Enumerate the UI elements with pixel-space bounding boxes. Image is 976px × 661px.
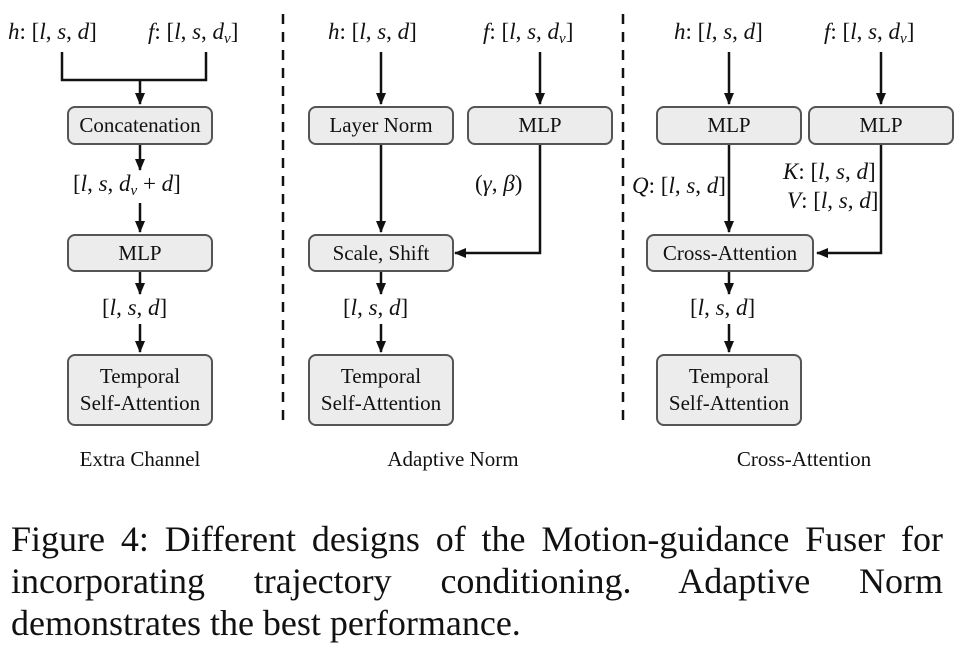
arrow-mlp-right-to-crossattn bbox=[816, 145, 883, 258]
extra-channel-mid-label: [l, s, dv + d] bbox=[73, 171, 181, 199]
adaptive-norm-mlp-box: MLP bbox=[467, 106, 613, 145]
q-label: Q: [l, s, d] bbox=[632, 173, 726, 198]
gamma-beta-label: (γ, β) bbox=[475, 171, 523, 196]
mlp-label: MLP bbox=[707, 113, 751, 137]
figure-caption: Figure 4: Different designs of the Motio… bbox=[11, 519, 943, 643]
cross-attention-input-h: h: [l, s, d] bbox=[674, 19, 763, 44]
extra-channel-input-h: h: [l, s, d] bbox=[8, 19, 97, 44]
mlp-label: MLP bbox=[518, 113, 562, 137]
cross-attention-temporal-attn-box: Temporal Self-Attention bbox=[656, 354, 802, 426]
cross-attention-input-f: f: [l, s, dv] bbox=[824, 19, 915, 47]
adaptive-norm-title: Adaptive Norm bbox=[387, 447, 519, 471]
self-attention-label: Self-Attention bbox=[668, 391, 790, 415]
temporal-label: Temporal bbox=[340, 364, 422, 388]
concatenation-box: Concatenation bbox=[67, 106, 213, 145]
cross-attention-mlp-left-box: MLP bbox=[656, 106, 802, 145]
extra-channel-input-f: f: [l, s, dv] bbox=[148, 19, 239, 47]
layer-norm-box: Layer Norm bbox=[308, 106, 454, 145]
concatenation-label: Concatenation bbox=[79, 113, 201, 137]
diagram-connectors bbox=[60, 14, 886, 428]
self-attention-label: Self-Attention bbox=[79, 391, 201, 415]
layer-norm-label: Layer Norm bbox=[329, 113, 433, 137]
arrow-mlp-to-scaleshift bbox=[454, 145, 542, 258]
self-attention-label: Self-Attention bbox=[320, 391, 442, 415]
adaptive-norm-out-label: [l, s, d] bbox=[343, 295, 409, 320]
extra-channel-mlp-box: MLP bbox=[67, 234, 213, 272]
k-label: K: [l, s, d] bbox=[783, 159, 876, 184]
adaptive-norm-temporal-attn-box: Temporal Self-Attention bbox=[308, 354, 454, 426]
cross-attention-mlp-right-box: MLP bbox=[808, 106, 954, 145]
extra-channel-title: Extra Channel bbox=[79, 447, 201, 471]
cross-attention-out-label: [l, s, d] bbox=[690, 295, 756, 320]
temporal-label: Temporal bbox=[688, 364, 770, 388]
merge-line bbox=[60, 52, 208, 82]
mlp-label: MLP bbox=[118, 240, 162, 265]
adaptive-norm-input-h: h: [l, s, d] bbox=[328, 19, 417, 44]
cross-attention-title: Cross-Attention bbox=[736, 447, 872, 471]
mlp-label: MLP bbox=[859, 113, 903, 137]
v-label: V: [l, s, d] bbox=[787, 188, 879, 213]
temporal-label: Temporal bbox=[99, 364, 181, 388]
extra-channel-temporal-attn-box: Temporal Self-Attention bbox=[67, 354, 213, 426]
cross-attention-label: Cross-Attention bbox=[662, 240, 798, 265]
scale-shift-label: Scale, Shift bbox=[332, 240, 430, 265]
scale-shift-box: Scale, Shift bbox=[308, 234, 454, 272]
extra-channel-out-label: [l, s, d] bbox=[102, 295, 168, 320]
cross-attention-box: Cross-Attention bbox=[646, 234, 814, 272]
adaptive-norm-input-f: f: [l, s, dv] bbox=[483, 19, 574, 47]
